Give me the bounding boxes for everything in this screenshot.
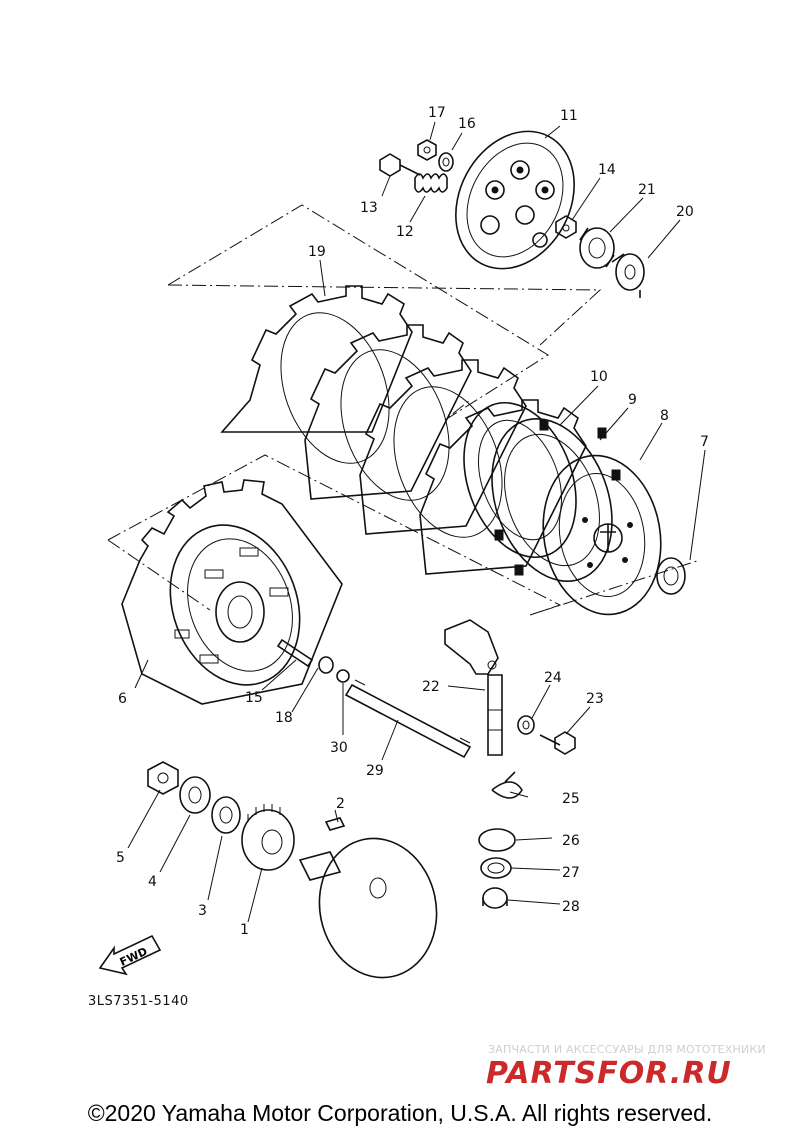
bearing-21 — [579, 227, 615, 269]
label-6: 6 — [118, 691, 127, 707]
watermark-logo-text: PARTSFOR.RU — [486, 1056, 732, 1088]
label-3: 3 — [198, 903, 207, 919]
friction-plate-9 — [491, 417, 621, 583]
label-4: 4 — [148, 874, 157, 890]
lock-washer-4 — [179, 776, 211, 814]
leader-lines — [127, 121, 706, 923]
clutch-housing — [121, 479, 343, 705]
label-21: 21 — [638, 182, 656, 198]
label-16: 16 — [458, 116, 476, 132]
clutch-boss — [542, 454, 662, 616]
circlip-26 — [478, 828, 516, 852]
label-27: 27 — [562, 865, 580, 881]
label-29: 29 — [366, 763, 384, 779]
label-12: 12 — [396, 224, 414, 240]
bolt-23 — [539, 731, 576, 755]
return-spring-25 — [491, 771, 523, 799]
pressure-plate — [455, 130, 575, 270]
push-lever-shaft — [444, 619, 503, 756]
label-18: 18 — [275, 710, 293, 726]
label-8: 8 — [660, 408, 669, 424]
oil-seal-27 — [480, 857, 512, 879]
label-14: 14 — [598, 162, 616, 178]
lock-washer-20 — [611, 253, 645, 298]
fwd-arrow-icon: FWD — [98, 934, 162, 976]
pressure-bolt — [379, 153, 421, 177]
clutch-plate-stack — [220, 285, 587, 575]
copyright-notice: ©2020 Yamaha Motor Corporation, U.S.A. A… — [87, 1100, 713, 1126]
label-1: 1 — [240, 922, 249, 938]
washer-24 — [517, 715, 535, 735]
label-20: 20 — [676, 204, 694, 220]
part-labels: 11 17 16 13 12 14 21 20 19 10 9 8 7 6 15… — [116, 105, 709, 938]
watermark-logo: PARTSFOR.RU — [486, 1056, 732, 1088]
label-13: 13 — [360, 200, 378, 216]
diagram-code: 3LS7351-5140 — [88, 994, 189, 1009]
label-7: 7 — [700, 434, 709, 450]
label-5: 5 — [116, 850, 125, 866]
crankshaft — [298, 837, 438, 979]
push-rod-15 — [276, 638, 334, 674]
circlip-7 — [656, 557, 686, 595]
nut-5 — [147, 761, 179, 795]
primary-drive-gear-1 — [241, 804, 295, 871]
watermark-tagline: ЗАПЧАСТИ И АКСЕССУАРЫ ДЛЯ МОТОТЕХНИКИ — [488, 1043, 766, 1056]
washer-16 — [438, 152, 454, 172]
lock-nut — [417, 139, 437, 161]
clutch-spring — [414, 173, 448, 193]
label-28: 28 — [562, 899, 580, 915]
label-23: 23 — [586, 691, 604, 707]
label-17: 17 — [428, 105, 446, 121]
label-2: 2 — [336, 796, 345, 812]
key-2 — [324, 817, 346, 831]
label-11: 11 — [560, 108, 578, 124]
label-19: 19 — [308, 244, 326, 260]
push-rod-end — [555, 215, 577, 239]
ball-30 — [336, 669, 350, 683]
label-10: 10 — [590, 369, 608, 385]
label-24: 24 — [544, 670, 562, 686]
push-rod-29 — [344, 679, 472, 759]
label-25: 25 — [562, 791, 580, 807]
fwd-label: FWD — [118, 945, 150, 969]
label-15: 15 — [245, 690, 263, 706]
washer-3 — [211, 796, 241, 834]
assembly-guide-lines — [107, 204, 701, 616]
label-9: 9 — [628, 392, 637, 408]
bearing-28 — [482, 887, 508, 909]
label-30: 30 — [330, 740, 348, 756]
label-26: 26 — [562, 833, 580, 849]
label-22: 22 — [422, 679, 440, 695]
